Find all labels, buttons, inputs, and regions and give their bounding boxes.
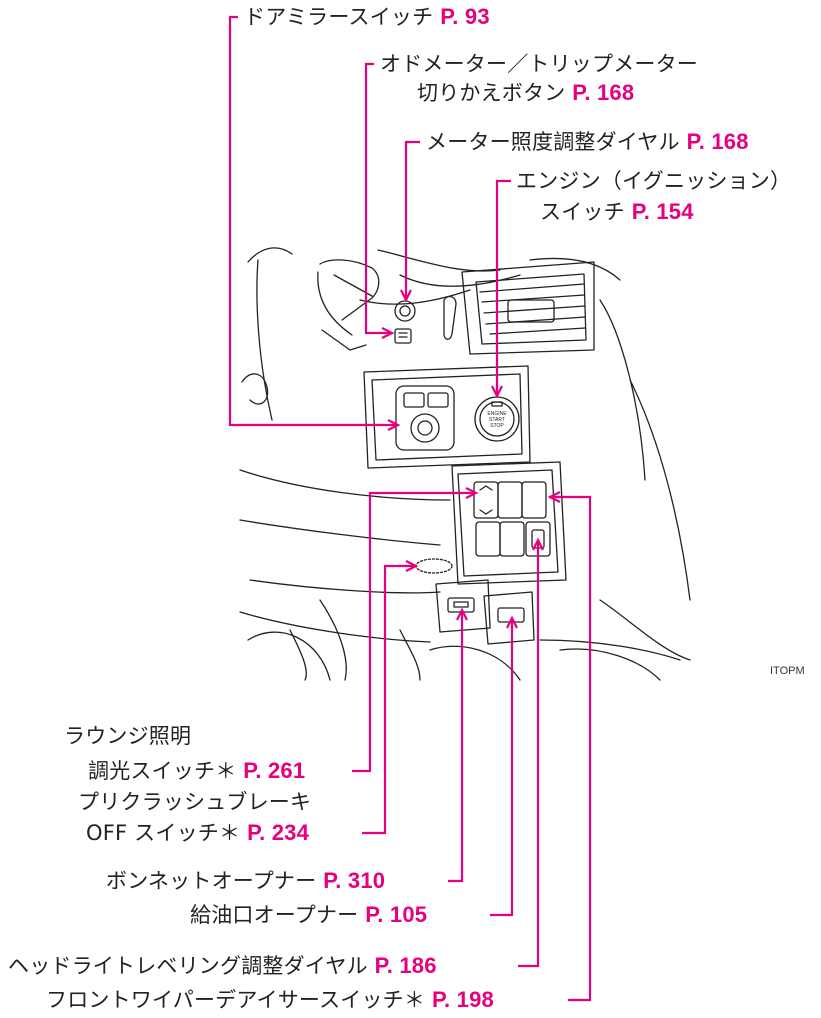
leader-door-mirror xyxy=(228,15,396,427)
start-button-label: STOP xyxy=(490,423,504,429)
callout-text: オドメーター／トリップメーター xyxy=(380,52,698,76)
start-button-label: START xyxy=(489,417,505,423)
page-ref[interactable]: P. 234 xyxy=(247,820,310,845)
precrash-sensor xyxy=(415,558,453,574)
figure-code: ITOPM xyxy=(770,665,805,677)
callout-text: スイッチ xyxy=(540,200,625,224)
callout-text: エンジン（イグニッション） xyxy=(516,169,792,193)
page-ref[interactable]: P. 168 xyxy=(686,129,749,154)
callout-engine-switch-line2: スイッチ P. 154 xyxy=(540,199,694,225)
callout-text: 調光スイッチ＊ xyxy=(88,759,237,783)
callout-lounge-light-line2: 調光スイッチ＊ P. 261 xyxy=(88,758,305,784)
callout-precrash-line1: プリクラッシュブレーキ xyxy=(78,789,311,815)
callout-text: ヘッドライトレベリング調整ダイヤル xyxy=(8,954,368,978)
page-ref[interactable]: P. 168 xyxy=(572,80,635,105)
callout-text: ボンネットオープナー xyxy=(106,869,317,893)
lower-switch-panel xyxy=(451,461,567,585)
callout-engine-switch-line1: エンジン（イグニッション） xyxy=(516,168,791,194)
leader-lines xyxy=(228,15,592,1002)
air-vent xyxy=(443,261,595,355)
callout-precrash-line2: OFF スイッチ＊ P. 234 xyxy=(86,820,309,846)
leader-precrash xyxy=(362,564,414,835)
leader-wiper xyxy=(552,495,592,1002)
callout-fuel-opener: 給油口オープナー P. 105 xyxy=(190,902,427,928)
leader-odometer xyxy=(364,62,390,335)
meter-knobs xyxy=(394,300,416,344)
start-button-text: ENGINE START STOP xyxy=(487,411,507,429)
callout-text: メーター照度調整ダイヤル xyxy=(426,130,680,154)
page-ref[interactable]: P. 105 xyxy=(365,902,428,927)
leader-meter-dial xyxy=(404,140,420,298)
opener-levers xyxy=(435,579,535,645)
callout-text: ドアミラースイッチ xyxy=(244,5,434,29)
callout-headlight-leveling: ヘッドライトレベリング調整ダイヤル P. 186 xyxy=(8,953,437,979)
page-ref[interactable]: P. 93 xyxy=(440,4,490,29)
callout-odometer-line1: オドメーター／トリップメーター xyxy=(380,51,698,77)
page-ref[interactable]: P. 186 xyxy=(374,953,437,978)
callout-text: ラウンジ照明 xyxy=(64,724,192,748)
steering-column xyxy=(247,247,293,263)
callout-text: フロントワイパーデアイサースイッチ＊ xyxy=(46,988,426,1012)
callout-meter-dial: メーター照度調整ダイヤル P. 168 xyxy=(426,129,749,155)
callout-text: 切りかえボタン xyxy=(417,81,566,105)
callout-bonnet-opener: ボンネットオープナー P. 310 xyxy=(106,868,385,894)
page-ref[interactable]: P. 198 xyxy=(431,987,494,1012)
page-ref[interactable]: P. 261 xyxy=(243,758,306,783)
callout-text: 給油口オープナー xyxy=(190,903,359,927)
page-ref[interactable]: P. 154 xyxy=(631,199,694,224)
callout-text: OFF スイッチ＊ xyxy=(86,821,241,845)
leader-engine-switch xyxy=(495,179,511,394)
upper-console-panel xyxy=(363,365,531,469)
page-ref[interactable]: P. 310 xyxy=(323,868,386,893)
callout-lounge-light-line1: ラウンジ照明 xyxy=(64,723,191,749)
leader-headlight xyxy=(518,542,540,968)
leader-lounge-light xyxy=(352,491,474,773)
callout-wiper-deicer: フロントワイパーデアイサースイッチ＊ P. 198 xyxy=(46,987,494,1013)
start-button-label: ENGINE xyxy=(487,411,507,417)
leader-fuel xyxy=(490,620,514,917)
leader-bonnet xyxy=(448,612,464,883)
callout-odometer-line2: 切りかえボタン P. 168 xyxy=(417,80,634,106)
callout-door-mirror-switch: ドアミラースイッチ P. 93 xyxy=(244,4,490,30)
callout-text: プリクラッシュブレーキ xyxy=(78,790,312,814)
